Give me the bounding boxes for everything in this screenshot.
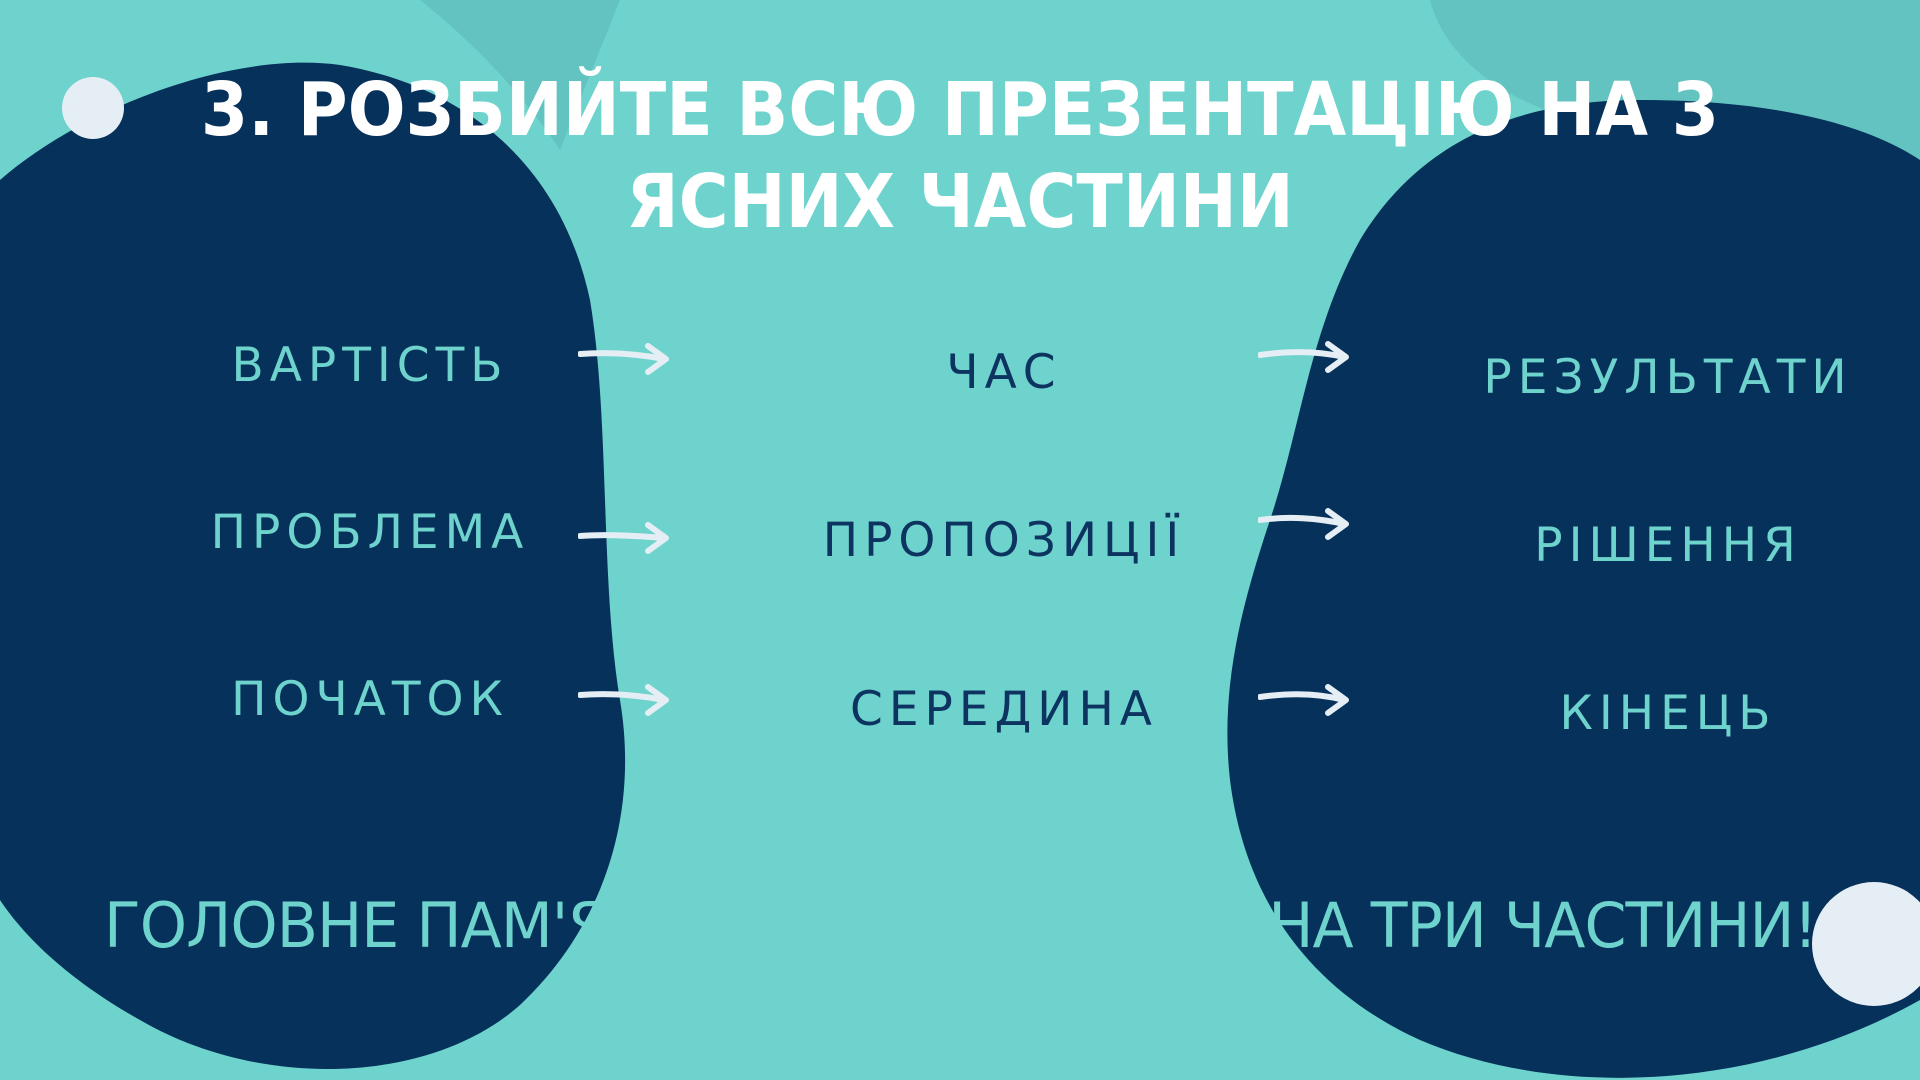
right-blob [1227, 100, 1920, 1078]
arrow-right-icon [578, 522, 669, 554]
footer-note: ГОЛОВНЕ ПАМ'ЯТАЙТЕ ДІЛИТИ ЗМІСТ НА ТРИ Ч… [104, 889, 1818, 962]
middle-word-middle: СЕРЕДИНА [850, 682, 1158, 737]
arrow-right-icon [1258, 508, 1349, 540]
left-word-problem: ПРОБЛЕМА [210, 505, 530, 560]
top-left-light-shape [420, 0, 620, 150]
left-word-cost: ВАРТІСТЬ [231, 338, 509, 393]
arrow-right-icon [578, 343, 669, 375]
slide-title: 3. РОЗБИЙТЕ ВСЮ ПРЕЗЕНТАЦІЮ НА 3 ЯСНИХ Ч… [77, 64, 1843, 248]
bottom-right-circle [1812, 882, 1920, 1006]
right-word-results: РЕЗУЛЬТАТИ [1483, 350, 1853, 405]
title-line-2: ЯСНИХ ЧАСТИНИ [626, 159, 1294, 245]
left-blob [0, 62, 626, 1069]
left-word-start: ПОЧАТОК [231, 672, 509, 727]
right-word-solution: РІШЕННЯ [1534, 518, 1802, 573]
title-line-1: 3. РОЗБИЙТЕ ВСЮ ПРЕЗЕНТАЦІЮ НА 3 [200, 67, 1720, 153]
middle-word-time: ЧАС [946, 345, 1062, 400]
arrow-right-icon [1258, 684, 1349, 716]
right-word-end: КІНЕЦЬ [1559, 686, 1777, 741]
middle-word-proposals: ПРОПОЗИЦІЇ [822, 513, 1186, 568]
arrow-right-icon [1258, 341, 1349, 373]
top-left-circle [62, 77, 124, 139]
arrow-right-icon [578, 684, 669, 716]
